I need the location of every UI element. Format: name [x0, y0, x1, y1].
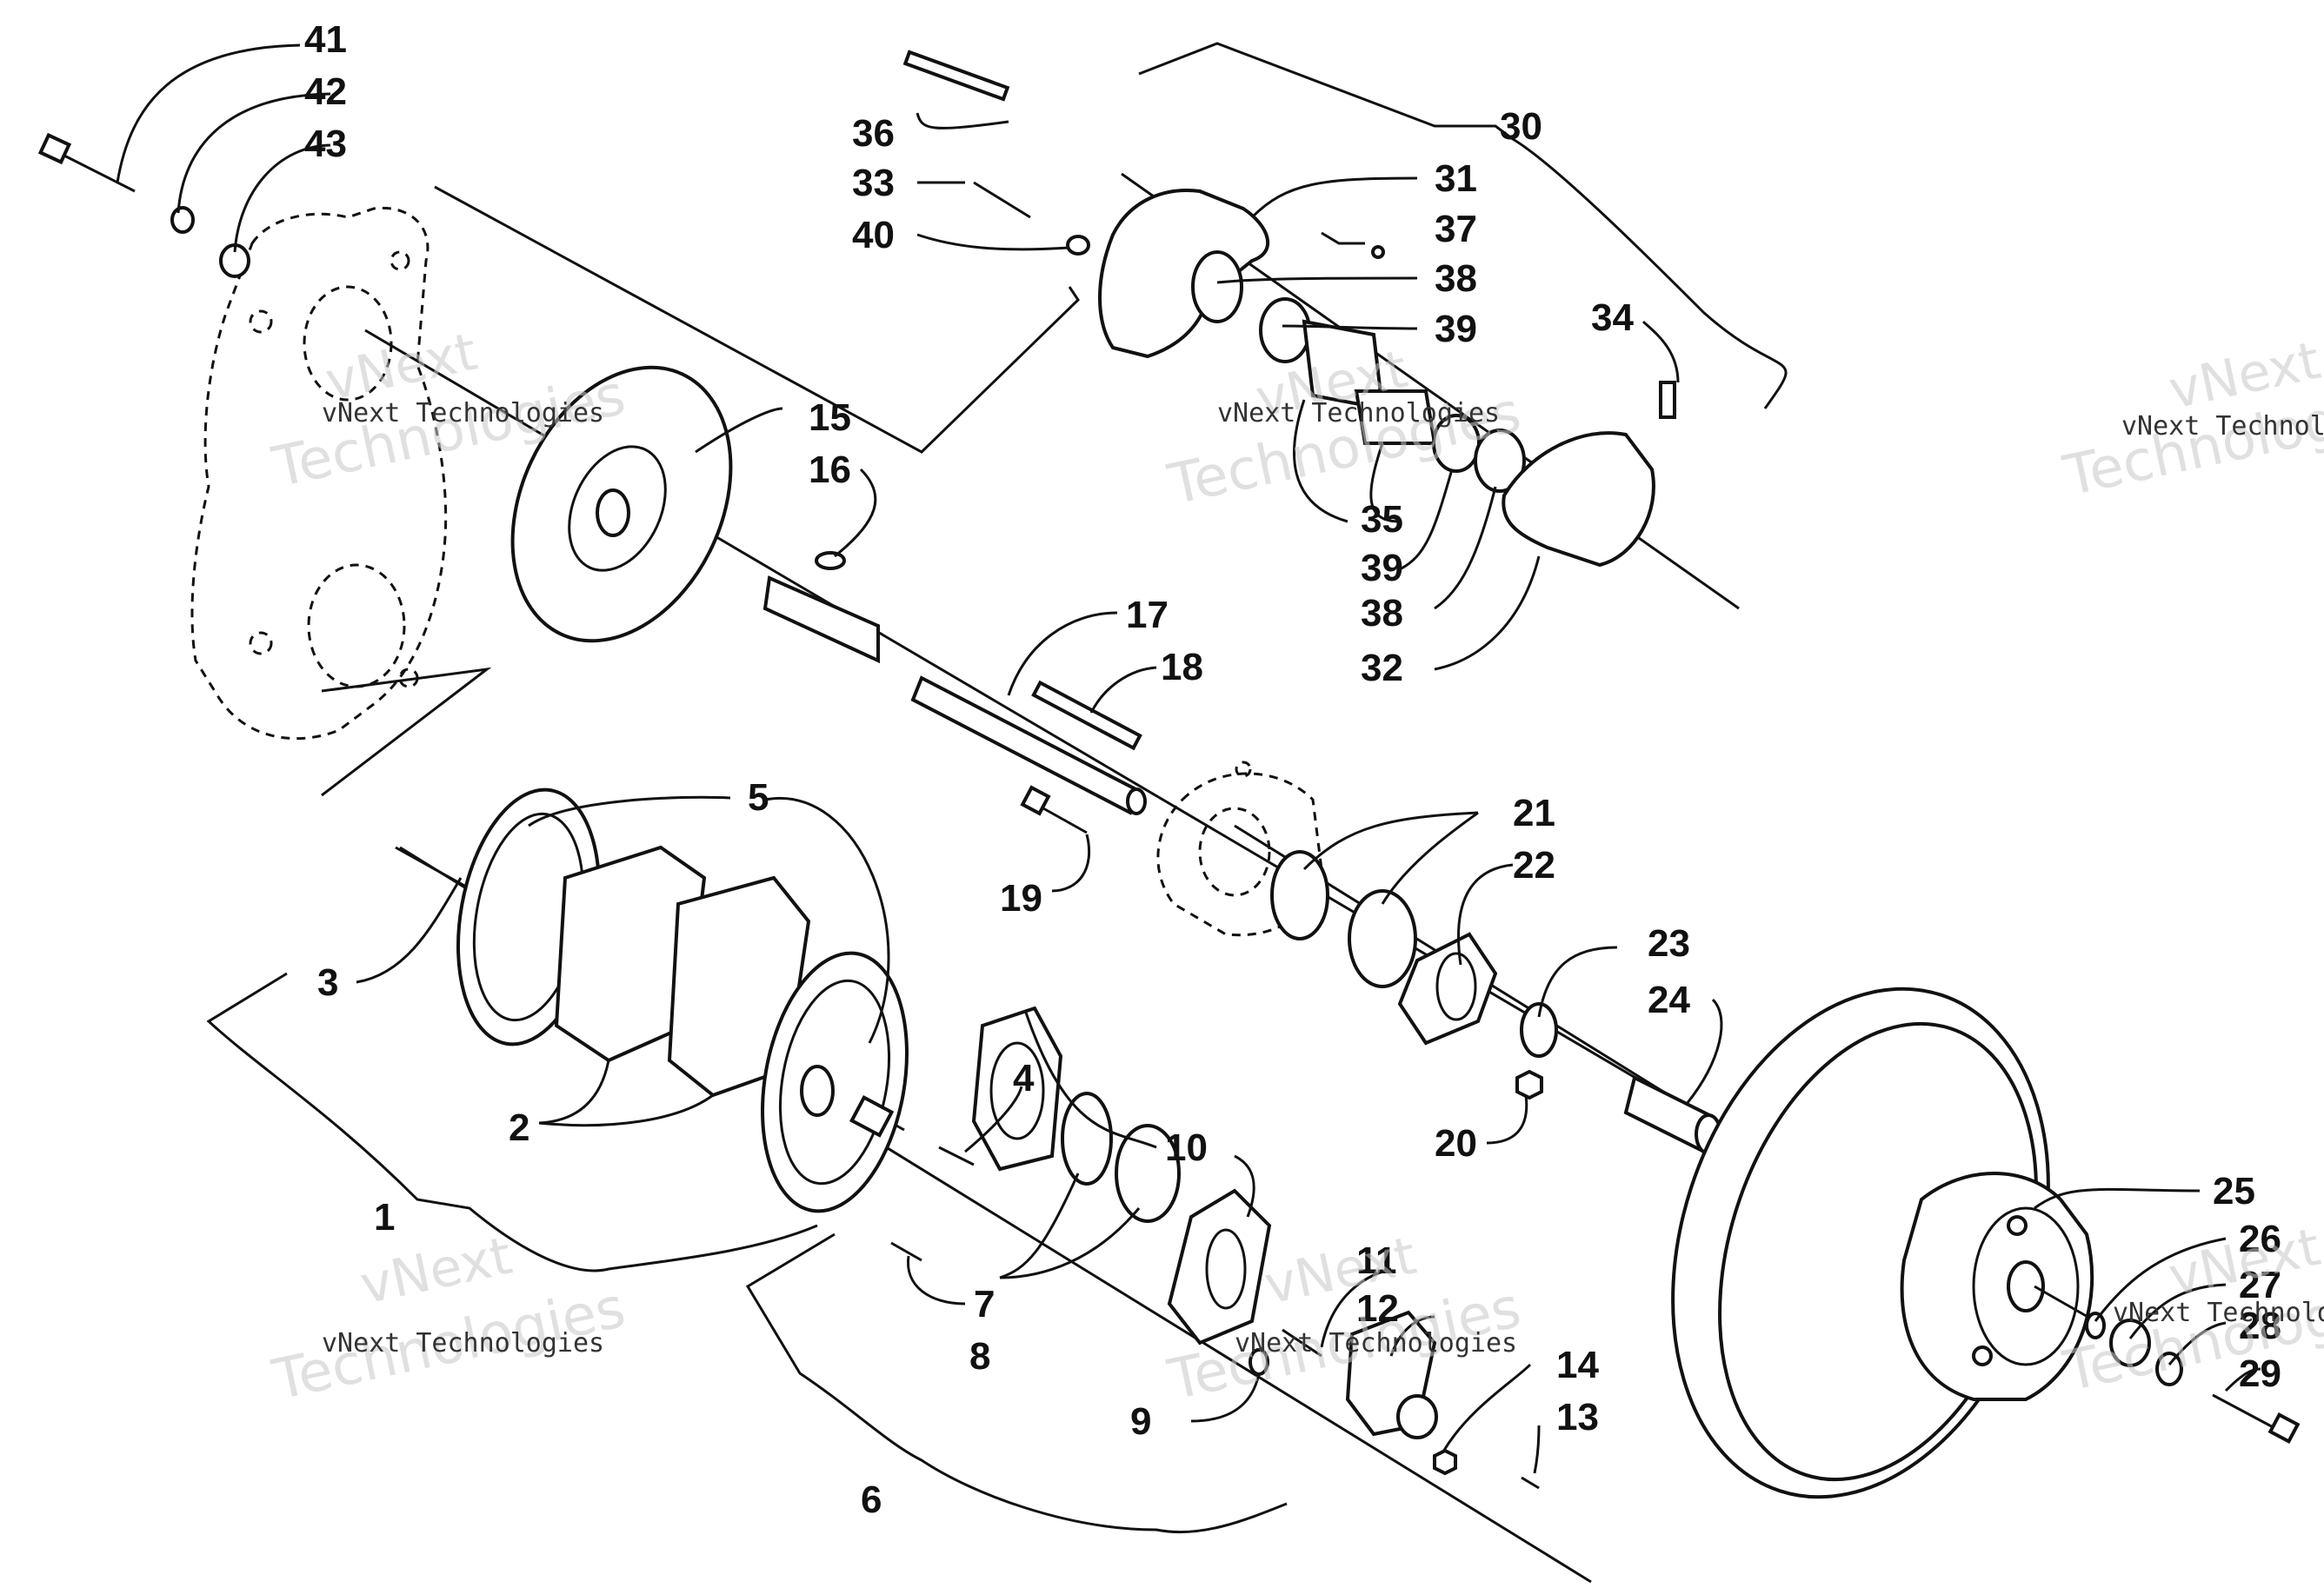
callout-39a: 39 — [1435, 308, 1477, 350]
flange-10b — [1167, 1188, 1272, 1345]
grease-fitting-13 — [1521, 1476, 1540, 1490]
watermark-smallf: vNext Technologies — [2113, 1298, 2324, 1328]
callout-11: 11 — [1356, 1239, 1397, 1282]
washer-27 — [2109, 1319, 2151, 1367]
callout-35: 35 — [1361, 498, 1403, 541]
callout-16: 16 — [809, 448, 851, 491]
watermark-smallc: vNext Technologies — [2121, 411, 2324, 442]
o-ring-38 — [1191, 250, 1243, 323]
callout-10: 10 — [1165, 1126, 1208, 1169]
callout-3: 3 — [317, 961, 338, 1004]
callout-22: 22 — [1513, 844, 1555, 887]
piston-39 — [1259, 297, 1311, 363]
callout-1: 1 — [374, 1196, 395, 1239]
pin-36 — [902, 50, 1010, 102]
watermark-smalld: vNext Technologies — [322, 1328, 604, 1359]
washer-26 — [2085, 1312, 2106, 1339]
callout-6: 6 — [861, 1478, 882, 1521]
washer-23 — [1520, 1002, 1558, 1058]
callout-leaders — [116, 42, 2261, 1534]
callout-31: 31 — [1435, 157, 1477, 200]
callout-labels: 41 42 43 36 33 40 30 31 37 38 39 34 15 1… — [304, 18, 2281, 1521]
callout-34: 34 — [1591, 296, 1634, 339]
callout-18: 18 — [1161, 646, 1203, 688]
bearing-8 — [1061, 1092, 1113, 1186]
callout-43: 43 — [304, 123, 347, 165]
callout-17: 17 — [1126, 594, 1169, 636]
callout-4: 4 — [1013, 1057, 1035, 1100]
callout-25: 25 — [2213, 1170, 2255, 1213]
key-18 — [1031, 680, 1142, 751]
callout-32: 32 — [1361, 647, 1403, 689]
bearing-8b — [1115, 1124, 1181, 1223]
callout-36: 36 — [852, 112, 895, 155]
callout-29: 29 — [2239, 1352, 2281, 1395]
callout-15: 15 — [809, 396, 851, 439]
bolt-19 — [1020, 785, 1088, 834]
callout-9: 9 — [1130, 1400, 1151, 1443]
caliper-half-32 — [1502, 431, 1655, 568]
callout-19: 19 — [1000, 877, 1042, 920]
woodruff-key-16 — [815, 551, 846, 570]
callout-38b: 38 — [1361, 592, 1403, 635]
bolt-41 — [37, 132, 136, 193]
drive-shaft-17 — [762, 551, 1147, 815]
bleeder-cap-37 — [1371, 245, 1385, 259]
nut-14 — [1433, 1448, 1457, 1476]
nut-20 — [1515, 1069, 1543, 1100]
screw-4 — [938, 1146, 975, 1166]
callout-7: 7 — [974, 1283, 995, 1326]
callout-40: 40 — [852, 214, 895, 256]
callout-26: 26 — [2239, 1218, 2281, 1260]
bearing-assembly-6 — [890, 1006, 1540, 1490]
bolt-29 — [2212, 1393, 2301, 1445]
brake-disc-15 — [510, 365, 733, 643]
callout-21: 21 — [1513, 792, 1555, 834]
bearing-21b — [1348, 889, 1417, 988]
callout-33: 33 — [852, 162, 895, 204]
callout-20: 20 — [1435, 1122, 1477, 1165]
watermark-small: vNext Technologies — [322, 398, 604, 429]
callout-37: 37 — [1435, 208, 1477, 250]
watermark-smalle: vNext Technologies — [1235, 1328, 1517, 1359]
callout-41: 41 — [304, 18, 347, 61]
driven-pulley-25 — [1671, 987, 2096, 1499]
callout-39b: 39 — [1361, 547, 1403, 589]
drive-axle-assembly-1 — [395, 787, 909, 1213]
flange-22 — [1397, 932, 1498, 1046]
callout-14: 14 — [1556, 1344, 1599, 1386]
callout-8: 8 — [969, 1335, 990, 1378]
drive-wheel-end — [761, 951, 909, 1213]
callout-27: 27 — [2239, 1264, 2281, 1306]
callout-38a: 38 — [1435, 257, 1477, 300]
callout-13: 13 — [1556, 1396, 1599, 1439]
bleeder-34 — [1659, 381, 1676, 419]
washer-42 — [170, 206, 195, 234]
callout-23: 23 — [1648, 922, 1690, 965]
washer-40 — [1066, 235, 1090, 256]
callout-5: 5 — [748, 776, 769, 819]
o-ring-38b — [1474, 429, 1526, 493]
callout-2: 2 — [509, 1106, 529, 1149]
callout-42: 42 — [304, 70, 347, 113]
bearing-21 — [1270, 850, 1329, 940]
washer-28 — [2155, 1352, 2183, 1386]
brake-caliper-30 — [902, 50, 1676, 568]
callout-24: 24 — [1648, 979, 1690, 1021]
watermark-smallb: vNext Technologies — [1217, 398, 1500, 429]
callout-30: 30 — [1500, 105, 1542, 148]
callout-12: 12 — [1356, 1287, 1399, 1330]
pin-11 — [1282, 1328, 1322, 1358]
bolt-7 — [890, 1241, 922, 1262]
bolt-33 — [973, 181, 1031, 219]
callout-28: 28 — [2239, 1305, 2281, 1347]
